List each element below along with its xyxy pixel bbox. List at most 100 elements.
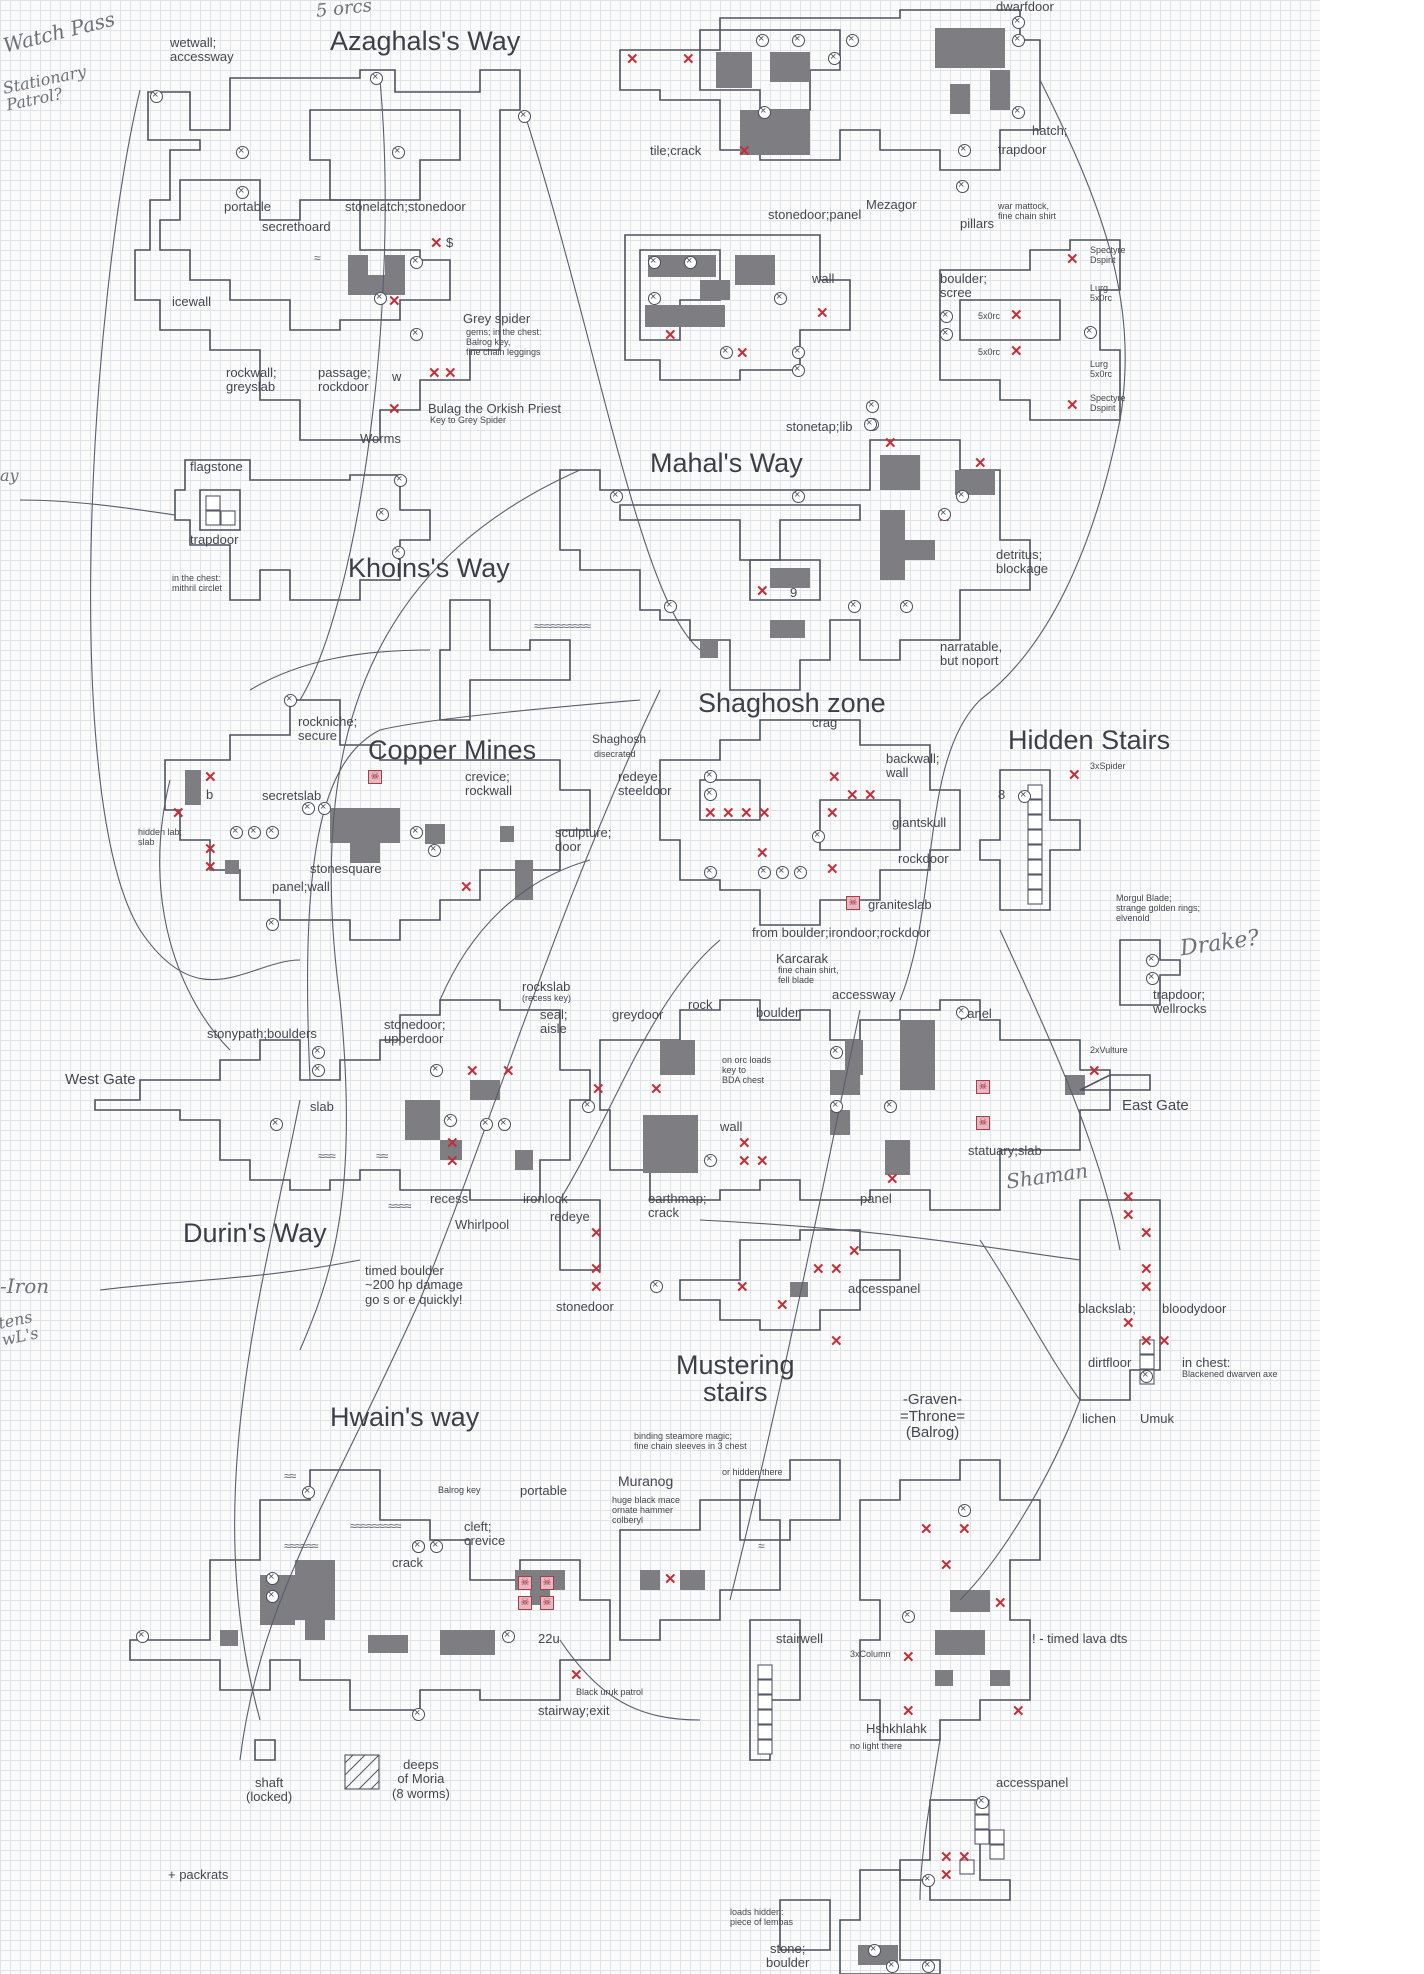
label-portable-low: portable xyxy=(520,1483,567,1498)
portal-marker xyxy=(248,825,261,839)
mahal-rooms xyxy=(559,439,1031,691)
portal-marker xyxy=(792,489,805,503)
spectre-rooms xyxy=(939,239,1121,421)
portal-marker xyxy=(266,917,279,931)
label-hatch: hatch; xyxy=(1032,123,1068,138)
monster-skull-icon: ☠ xyxy=(846,896,860,910)
portal-marker xyxy=(502,1629,515,1643)
region-title-khoins-way: Khoins's Way xyxy=(348,553,510,583)
danger-x-mark: ✕ xyxy=(204,859,217,876)
label-redeye-steeldoor: redeye; steeldoor xyxy=(618,769,672,799)
portal-marker xyxy=(958,143,971,157)
portal-marker xyxy=(412,1539,425,1553)
danger-x-mark: ✕ xyxy=(738,143,751,160)
portal-marker xyxy=(958,1503,971,1517)
portal-marker xyxy=(302,1485,315,1499)
label-stone-boulder: stone; boulder xyxy=(766,1941,810,1971)
portal-marker xyxy=(758,865,771,879)
mark-eight: 8 xyxy=(998,787,1006,802)
portal-marker xyxy=(956,179,969,193)
danger-x-mark: ✕ xyxy=(428,365,441,382)
portal-marker xyxy=(394,473,407,487)
portal-marker xyxy=(266,1571,279,1585)
portal-marker xyxy=(756,33,769,47)
portal-marker xyxy=(940,309,953,323)
portal-marker xyxy=(846,33,859,47)
note-spider: 3xSpider xyxy=(1090,761,1126,771)
monster-skull-icon: ☠ xyxy=(518,1576,532,1590)
mezagor-rooms xyxy=(624,234,851,381)
note-black-uruk: Black uruk patrol xyxy=(576,1687,644,1697)
label-stonedoor-upperdoor: stonedoor; upperdoor xyxy=(384,1017,446,1047)
region-title-shaghosh-zone: Shaghosh zone xyxy=(698,688,886,718)
portal-marker xyxy=(150,89,163,103)
portal-marker xyxy=(1012,33,1025,47)
portal-marker xyxy=(410,327,423,341)
mark-nine: 9 xyxy=(790,585,798,600)
portal-marker xyxy=(776,865,789,879)
connection-lines xyxy=(19,79,1126,1901)
danger-x-mark: ✕ xyxy=(902,1703,915,1720)
note-binding: binding steamore magic; fine chain sleev… xyxy=(634,1431,747,1451)
danger-x-mark: ✕ xyxy=(736,345,749,362)
note-spectres-b: Spectyre Dspirit xyxy=(1090,393,1126,413)
portal-marker xyxy=(704,1153,717,1167)
note-huge-mace: huge black mace ornate hammer colberyl xyxy=(612,1495,681,1525)
danger-x-mark: ✕ xyxy=(958,1521,971,1538)
danger-x-mark: ✕ xyxy=(466,1063,479,1080)
danger-x-mark: ✕ xyxy=(940,1849,953,1866)
label-stairwell: stairwell xyxy=(776,1631,823,1646)
portal-marker xyxy=(976,1795,989,1809)
portal-marker xyxy=(922,1873,935,1887)
label-accesspanel-low: accesspanel xyxy=(996,1775,1069,1790)
note-loads-hidden: loads hidden: piece of lembas xyxy=(730,1907,794,1927)
portal-marker xyxy=(794,865,807,879)
portal-marker xyxy=(940,327,953,341)
danger-x-mark: ✕ xyxy=(444,365,457,382)
label-whirlpool: Whirlpool xyxy=(455,1217,510,1232)
label-shaghosh-npc: Shaghosh xyxy=(592,732,647,746)
monster-skull-icon: ☠ xyxy=(976,1116,990,1130)
label-panelwall: panel;wall xyxy=(272,879,330,894)
portal-marker xyxy=(868,1943,881,1957)
label-earthmap: earthmap; crack xyxy=(648,1191,707,1221)
portal-marker xyxy=(720,345,733,359)
label-greydoor: greydoor xyxy=(612,1007,664,1022)
portal-marker xyxy=(518,109,531,123)
label-muranog: Muranog xyxy=(618,1473,674,1489)
label-narratable: narratable, but noport xyxy=(940,639,1003,669)
note-lurg-b: Lurg 5x0rc xyxy=(1090,359,1113,379)
danger-x-mark: ✕ xyxy=(886,1171,899,1188)
danger-x-mark: ✕ xyxy=(446,1153,459,1170)
portal-marker xyxy=(376,507,389,521)
danger-x-mark: ✕ xyxy=(1012,1703,1025,1720)
monster-skull-icon: ☠ xyxy=(540,1596,554,1610)
portal-marker xyxy=(392,545,405,559)
portal-marker xyxy=(266,1589,279,1603)
mark-b: b xyxy=(206,787,214,802)
copper-mines-rooms xyxy=(164,699,591,941)
portal-marker xyxy=(444,1113,457,1127)
label-in-chest: in chest: xyxy=(1182,1355,1231,1370)
region-title-mustering-stairs: Mustering stairs xyxy=(676,1350,795,1407)
danger-x-mark: ✕ xyxy=(204,769,217,786)
portal-marker xyxy=(758,105,771,119)
danger-x-mark: ✕ xyxy=(736,1279,749,1296)
portal-marker xyxy=(774,291,787,305)
portal-marker xyxy=(830,1099,843,1113)
portal-marker xyxy=(922,1959,935,1973)
label-dirtfloor: dirtfloor xyxy=(1088,1355,1132,1370)
danger-x-mark: ✕ xyxy=(776,1297,789,1314)
label-timed-lava: ! - timed lava dts xyxy=(1032,1631,1128,1646)
label-panel-low: panel xyxy=(860,1191,892,1206)
danger-x-mark: ✕ xyxy=(848,1243,861,1260)
label-22u: 22u xyxy=(538,1631,560,1646)
danger-x-mark: ✕ xyxy=(864,787,877,804)
label-accesspanel-mid: accesspanel xyxy=(848,1281,921,1296)
label-passage-rockdoor: passage; rockdoor xyxy=(318,365,371,395)
portal-marker xyxy=(1012,105,1025,119)
label-wall-mid: wall xyxy=(812,271,835,286)
portal-marker xyxy=(230,825,243,839)
portal-marker xyxy=(792,363,805,377)
